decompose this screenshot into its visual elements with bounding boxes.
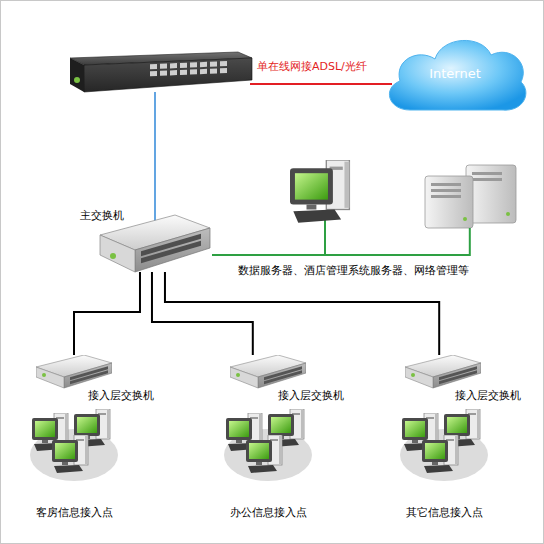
pc-group-icon: [224, 409, 312, 481]
node-label: Internet: [380, 66, 530, 82]
node-label: 接入层交换机: [455, 389, 521, 402]
server-tower: [466, 165, 516, 223]
port: [200, 62, 207, 67]
network-link: [74, 272, 140, 355]
access-point-group: 其它信息接入点: [398, 398, 490, 522]
access-switch-icon: [230, 355, 306, 388]
port: [180, 70, 187, 75]
network-link: [152, 272, 253, 355]
router-side: [70, 58, 84, 92]
pc-group-icon: [400, 409, 488, 481]
router-ports: [150, 61, 227, 76]
status-led: [463, 217, 467, 221]
access-switch: 接入层交换机: [36, 355, 112, 389]
server-slot: [472, 172, 502, 175]
port: [180, 63, 187, 68]
server-icon: [425, 165, 516, 228]
server-slot: [472, 178, 502, 181]
access-switch-icon: [405, 355, 481, 388]
node-label: 接入层交换机: [278, 389, 344, 402]
switch-front: [135, 228, 210, 272]
pc-group-icon: [30, 409, 118, 481]
node-label: 客房信息接入点: [28, 506, 120, 519]
port: [150, 71, 157, 76]
server-slot: [431, 189, 461, 192]
port: [220, 68, 227, 73]
port: [220, 61, 227, 66]
server-slot: [431, 195, 461, 198]
switch-side: [100, 235, 135, 272]
node-label: 办公信息接入点: [222, 506, 314, 519]
switch-ports: [141, 234, 201, 264]
network-link: [212, 228, 470, 255]
node-label: 主交换机: [80, 209, 124, 222]
access-switch: 接入层交换机: [230, 355, 306, 389]
port: [200, 69, 207, 74]
server-branch-wire: [324, 220, 326, 255]
internet-wire: [250, 83, 392, 85]
port: [170, 63, 177, 68]
main-switch: 主交换机: [100, 222, 212, 272]
server-tower: [425, 176, 473, 228]
port: [170, 70, 177, 75]
port: [210, 61, 217, 66]
node-label: 其它信息接入点: [398, 506, 490, 519]
main-switch-icon: [100, 215, 210, 272]
status-led: [110, 253, 116, 259]
router-front: [84, 58, 252, 92]
network-link: [165, 272, 439, 355]
node-label: 数据服务器、酒店管理系统服务器、网络管理等: [238, 264, 469, 277]
access-switch: 接入层交换机: [405, 355, 481, 389]
port: [190, 62, 197, 67]
access-switch-icon: [36, 355, 112, 388]
node-label: 接入层交换机: [88, 389, 154, 402]
server-group: 数据服务器、酒店管理系统服务器、网络管理等: [285, 158, 525, 228]
port: [160, 64, 167, 69]
link-label: 单在线网接ADSL/光纤: [257, 60, 367, 73]
status-led: [74, 77, 80, 83]
port: [160, 71, 167, 76]
port-row: [141, 241, 201, 264]
port: [150, 64, 157, 69]
uplink-wire: [154, 92, 156, 228]
port: [210, 68, 217, 73]
internet-cloud: Internet: [380, 30, 530, 118]
status-led: [506, 212, 510, 216]
access-point-group: 办公信息接入点: [222, 398, 314, 522]
router-icon: [70, 52, 252, 92]
server-slot: [431, 183, 461, 186]
admin-pc-icon: [290, 160, 349, 223]
access-point-group: 客房信息接入点: [28, 398, 120, 522]
port: [190, 69, 197, 74]
